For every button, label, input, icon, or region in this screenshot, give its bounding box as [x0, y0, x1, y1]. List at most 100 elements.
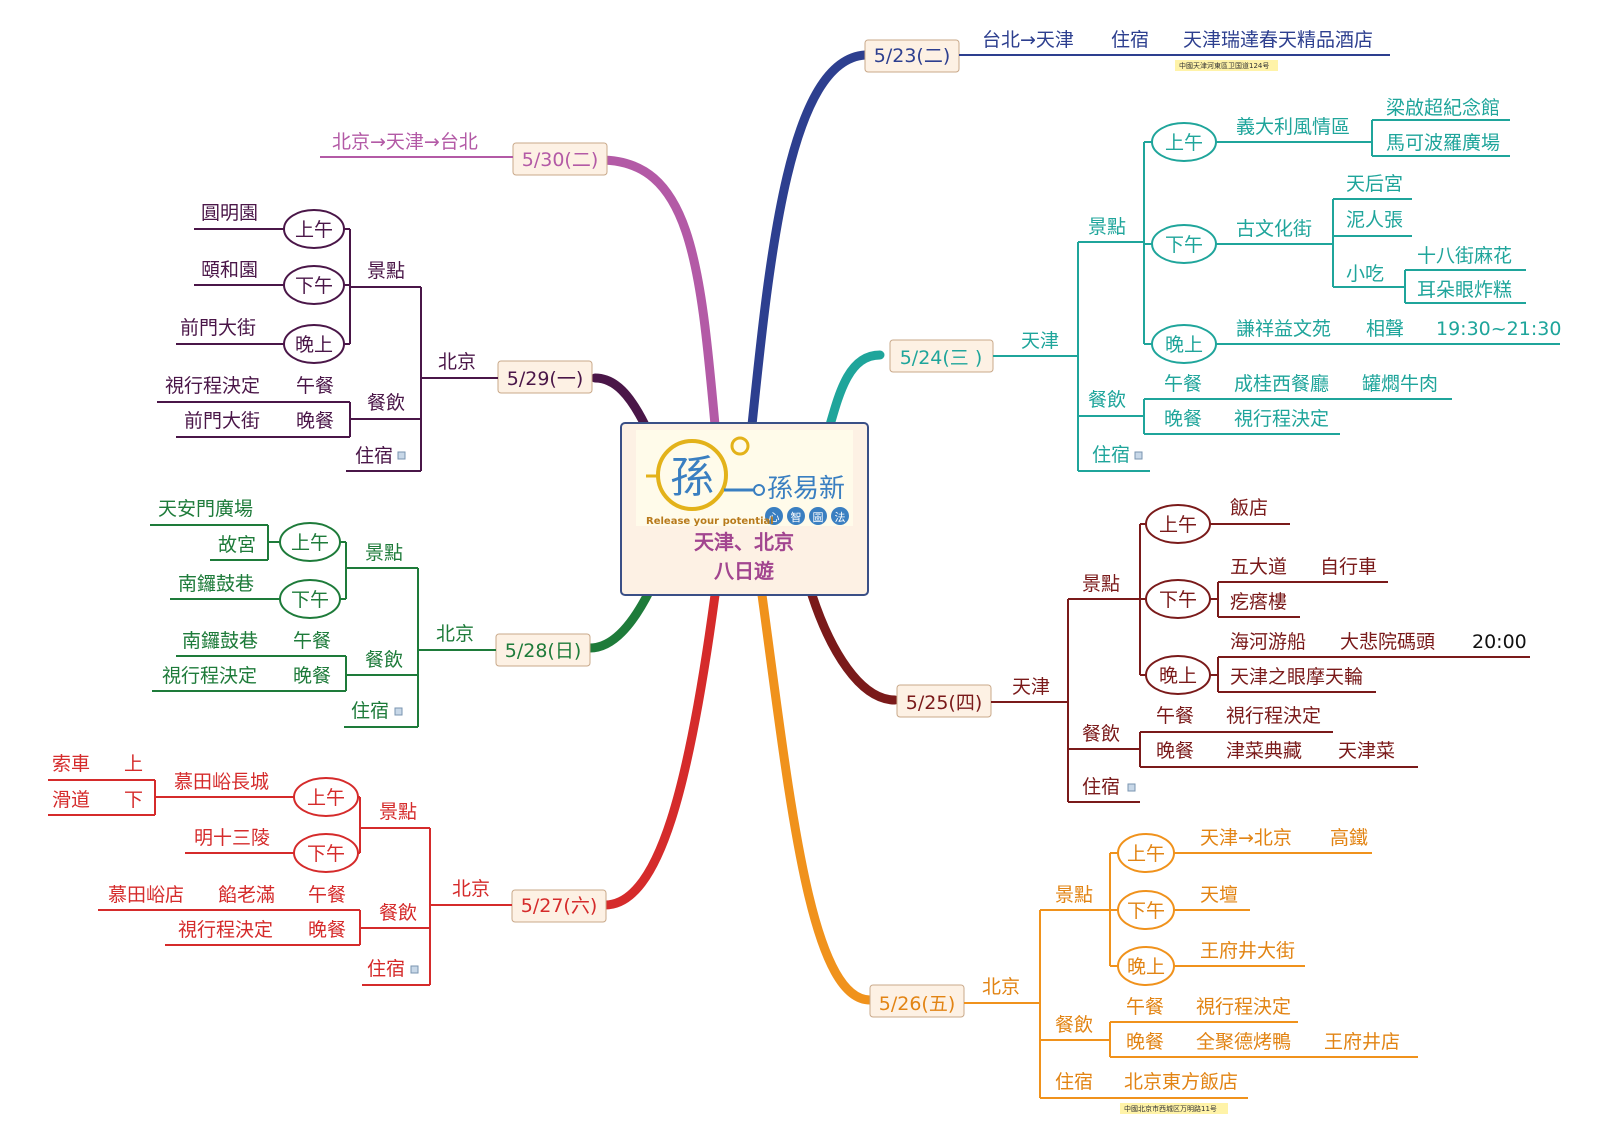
eve-time-5-24: 19:30~21:30	[1436, 318, 1561, 340]
branch-line-526	[757, 590, 875, 1005]
pm-sub2-5-24: 泥人張	[1346, 209, 1403, 231]
branch-line-525	[807, 590, 900, 705]
note-icon-5-24[interactable]	[1134, 451, 1143, 460]
lunch-5-28: 午餐	[293, 630, 331, 652]
central-topic[interactable]: 孫 孫易新 心 智 圖 法 Release your potential 天津、…	[620, 422, 869, 596]
date-5-27: 5/27(六)	[521, 895, 598, 917]
lunch-5-24: 午餐	[1164, 373, 1202, 395]
sights-5-26: 景點	[1055, 884, 1093, 906]
am-route-5-26: 天津→北京	[1200, 827, 1292, 849]
eve-5-26: 晚上	[1127, 956, 1165, 978]
lunch-place-5-29: 視行程決定	[165, 375, 260, 397]
logo-glyph: 孫	[670, 452, 714, 503]
am-place1-5-28: 天安門廣場	[158, 498, 253, 520]
lunch-5-26: 午餐	[1126, 996, 1164, 1018]
dinner-place-5-27: 視行程決定	[178, 919, 273, 941]
pm-place-5-24: 古文化街	[1236, 218, 1312, 240]
lunch-rest-5-27: 餡老滿	[218, 884, 275, 906]
dining-5-29: 餐飲	[367, 392, 405, 414]
lunch-dish-5-24: 罐燜牛肉	[1362, 373, 1438, 395]
pm-5-27: 下午	[307, 843, 345, 865]
pm-place-5-26: 天壇	[1200, 884, 1238, 906]
dinner-place-5-24: 視行程決定	[1234, 408, 1329, 430]
date-5-30: 5/30(二)	[522, 149, 599, 171]
dinner-place-5-26: 全聚德烤鴨	[1196, 1031, 1291, 1053]
dining-5-26: 餐飲	[1055, 1014, 1093, 1036]
pm-sub1-5-24: 天后宮	[1346, 173, 1403, 195]
stay-5-23: 住宿	[1111, 29, 1149, 51]
logo-name: 孫易新	[767, 474, 845, 504]
dinner-5-27: 晚餐	[308, 919, 346, 941]
note-icon-5-27[interactable]	[410, 965, 419, 974]
branch-line-529	[590, 373, 650, 430]
branch-5-30-lines	[320, 142, 608, 176]
branch-5-24-lines	[889, 119, 1560, 472]
eve-place-5-29: 前門大街	[180, 317, 256, 339]
dinner-dish-5-25: 天津菜	[1338, 740, 1395, 762]
am-place-5-25: 飯店	[1230, 497, 1268, 519]
eve-place1-5-25: 海河游船	[1230, 631, 1306, 653]
city-5-24: 天津	[1021, 330, 1059, 352]
svg-text:圖: 圖	[813, 511, 824, 524]
svg-text:心: 心	[769, 511, 780, 524]
eve-show-5-24: 相聲	[1366, 318, 1404, 340]
eve-5-24: 晚上	[1165, 334, 1203, 356]
dining-5-28: 餐飲	[365, 649, 403, 671]
branch-line-524	[825, 350, 885, 430]
logo-tagline: Release your potential	[646, 516, 774, 527]
am-5-27: 上午	[307, 787, 345, 809]
branch-line-530	[595, 155, 720, 430]
am-sub1-5-24: 梁啟超紀念館	[1386, 96, 1500, 119]
branch-5-25-lines	[896, 504, 1530, 803]
note-icon-5-25[interactable]	[1127, 783, 1136, 792]
eve-place-5-26: 王府井大街	[1200, 940, 1295, 962]
pm-5-26: 下午	[1127, 900, 1165, 922]
pm-5-28: 下午	[291, 589, 329, 611]
pm-5-24: 下午	[1165, 234, 1203, 256]
note-box-5-23	[1175, 60, 1278, 71]
eve-5-25: 晚上	[1159, 665, 1197, 687]
city-5-26: 北京	[982, 976, 1020, 998]
am-5-29: 上午	[295, 219, 333, 241]
am-train-5-26: 高鐵	[1330, 827, 1368, 849]
cable-5-27: 索車	[52, 753, 90, 775]
svg-text:智: 智	[791, 510, 802, 524]
am-place-5-27: 慕田峪長城	[174, 771, 269, 793]
snack-5-24: 小吃	[1346, 263, 1384, 285]
lunch-place-5-24: 成桂西餐廳	[1234, 373, 1329, 395]
branch-5-27-lines	[48, 777, 607, 986]
svg-text:法: 法	[835, 510, 846, 524]
eve-place-5-24: 謙祥益文苑	[1236, 318, 1331, 340]
dinner-place-5-29: 前門大街	[184, 410, 260, 432]
pm-5-29: 下午	[295, 275, 333, 297]
stay-5-29: 住宿	[355, 445, 393, 467]
sights-5-27: 景點	[379, 801, 417, 823]
logo-sub-badges: 心 智 圖 法	[765, 507, 849, 525]
am-5-25: 上午	[1159, 514, 1197, 536]
date-node-5-30[interactable]	[512, 142, 608, 176]
dinner-5-25: 晚餐	[1156, 740, 1194, 762]
lunch-place-5-28: 南鑼鼓巷	[182, 630, 258, 652]
am-place2-5-28: 故宮	[218, 534, 256, 556]
lunch-place-5-26: 視行程決定	[1196, 996, 1291, 1018]
eve-pier-5-25: 大悲院碼頭	[1340, 631, 1435, 653]
sights-5-25: 景點	[1082, 573, 1120, 595]
slide-5-27: 滑道	[52, 789, 90, 811]
branch-5-26-lines	[869, 833, 1418, 1099]
pm-place-5-28: 南鑼鼓巷	[178, 573, 254, 595]
route-5-30: 北京→天津→台北	[332, 131, 478, 153]
dinner-5-26: 晚餐	[1126, 1031, 1164, 1053]
city-5-28: 北京	[436, 623, 474, 645]
dinner-5-24: 晚餐	[1164, 408, 1202, 430]
note-icon-5-28[interactable]	[394, 707, 403, 716]
date-5-26: 5/26(五)	[879, 993, 956, 1015]
pm-place1-5-25: 五大道	[1230, 556, 1287, 578]
eve-5-29: 晚上	[295, 334, 333, 356]
date-5-23: 5/23(二)	[874, 45, 951, 67]
note-icon-5-29[interactable]	[397, 451, 406, 460]
sights-5-28: 景點	[365, 542, 403, 564]
snack2-5-24: 耳朵眼炸糕	[1417, 279, 1512, 301]
city-5-29: 北京	[438, 351, 476, 373]
date-node-5-26[interactable]	[869, 984, 965, 1018]
am-5-28: 上午	[291, 532, 329, 554]
